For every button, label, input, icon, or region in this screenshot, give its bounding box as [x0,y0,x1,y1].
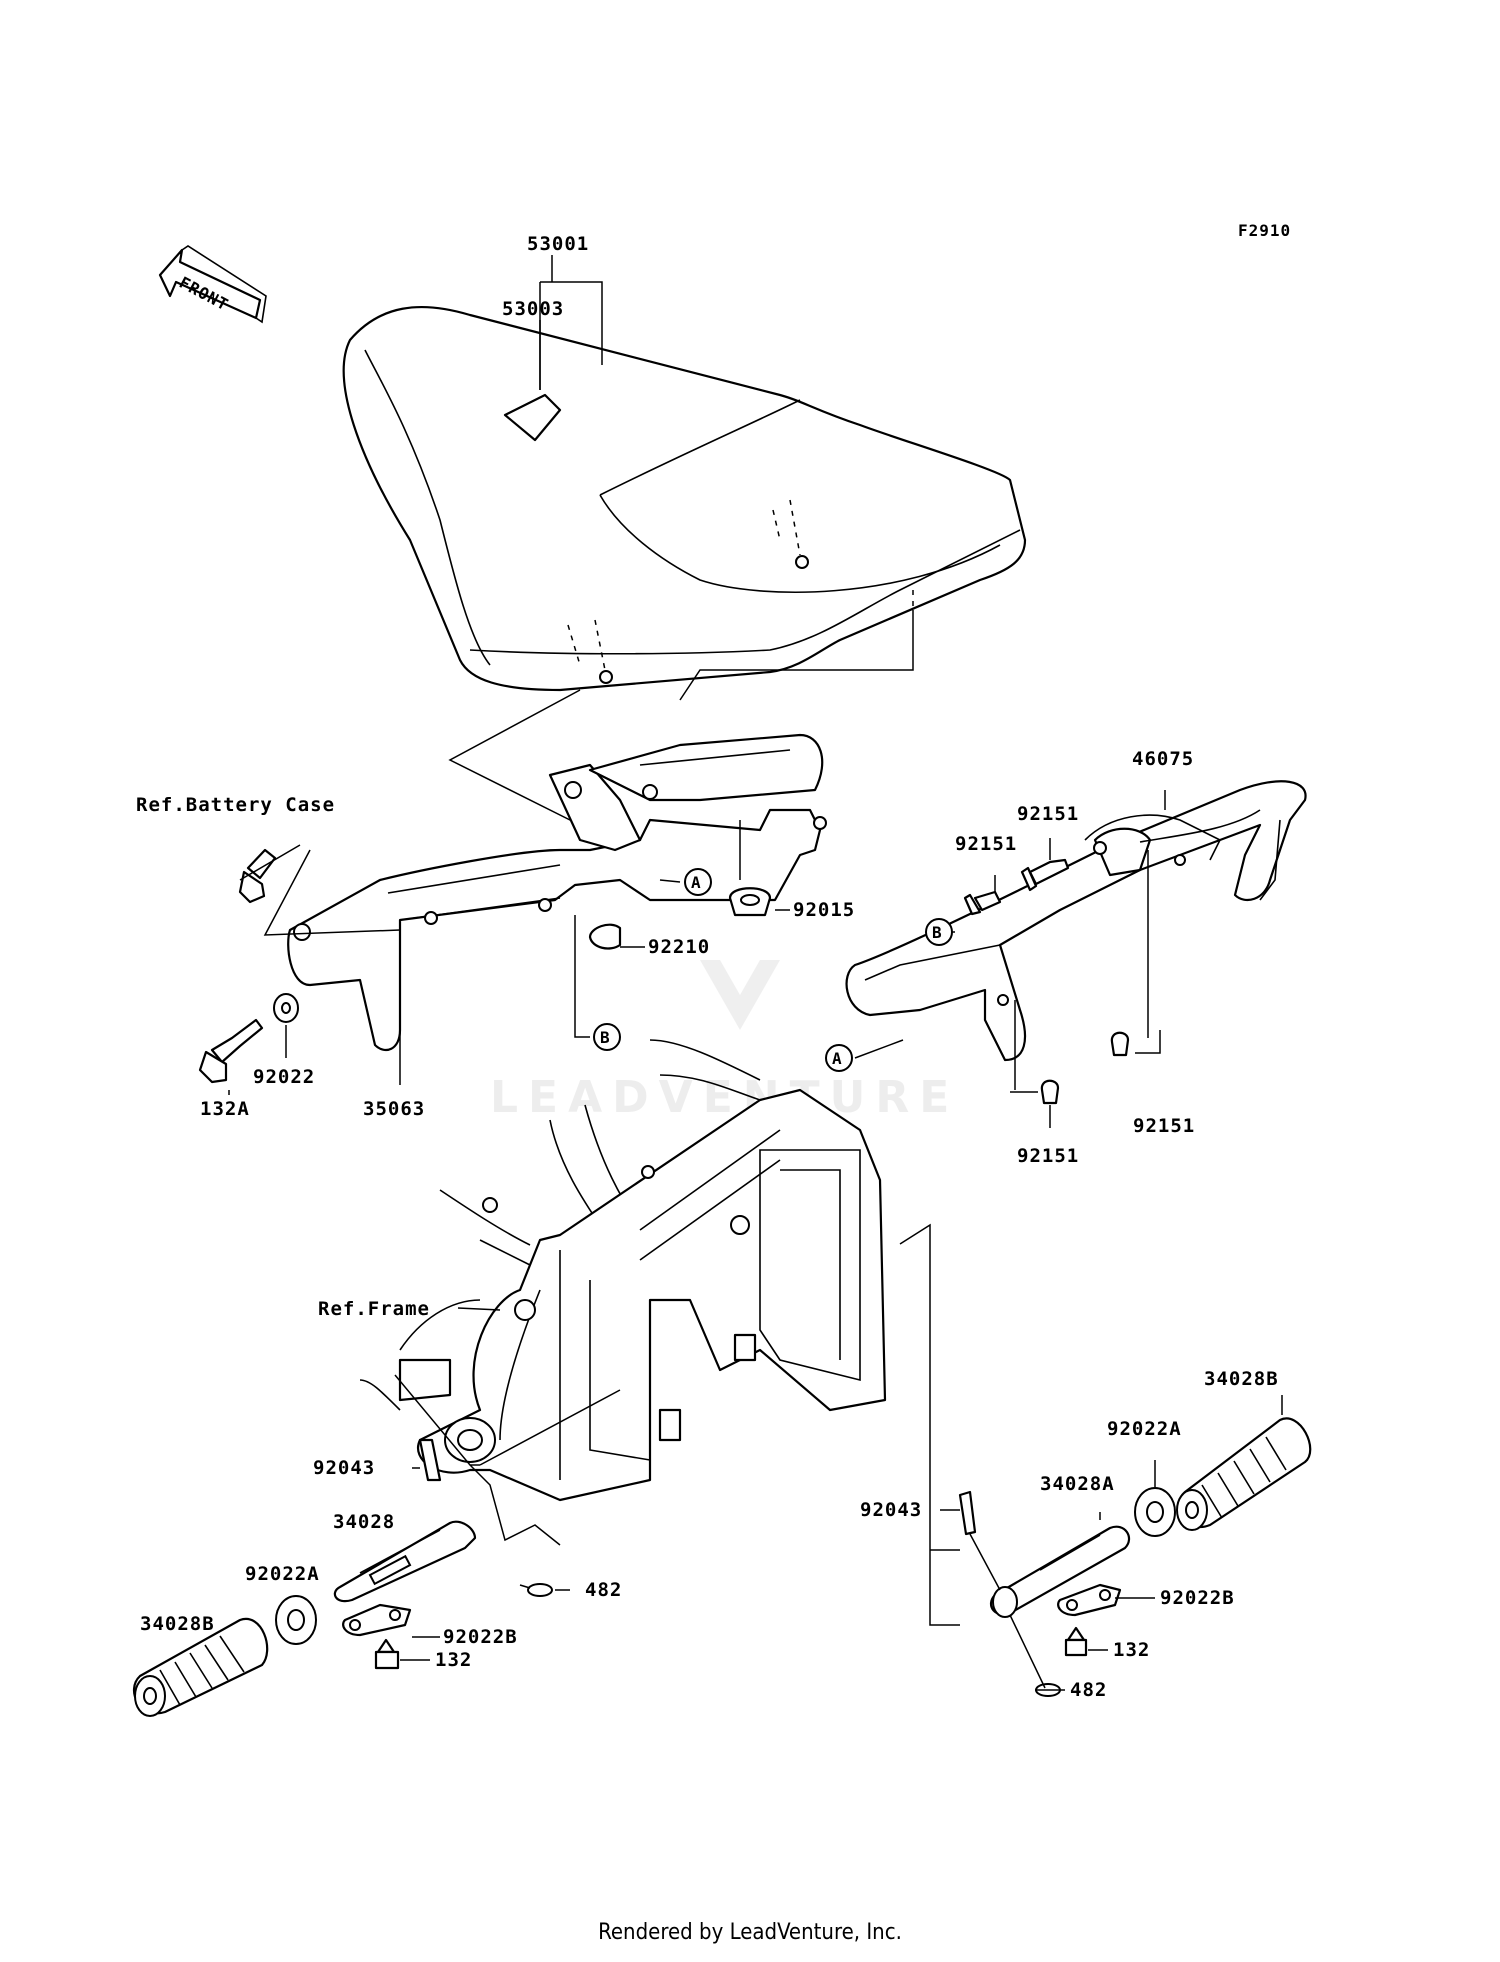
label-34028A: 34028A [1040,1473,1115,1495]
callout-b1 [593,1023,621,1051]
front-arrow-icon: FRONT [158,245,267,324]
label-132-right: 132 [1113,1639,1150,1661]
label-34028: 34028 [333,1511,395,1533]
label-92015: 92015 [793,899,855,921]
bracket-92022B-right-icon [1057,1583,1122,1617]
leader-a2 [854,1039,904,1059]
leader-frame-right [899,1223,960,1626]
washer-92022A-right-icon [1134,1487,1176,1537]
label-92022B-right: 92022B [1160,1587,1235,1609]
leader-53001 [539,255,603,390]
callout-a2-text: A [832,1049,843,1068]
label-92043-right: 92043 [860,1499,922,1521]
bolt-92210-icon [588,923,622,950]
washer-92022-icon [273,993,299,1023]
label-53003: 53003 [502,298,564,320]
footpeg-right-34028A [989,1525,1131,1618]
leader-92151 [994,838,1161,1128]
label-92151-b: 92151 [955,833,1017,855]
label-92022: 92022 [253,1066,315,1088]
leader-a1 [659,879,681,883]
label-53001: 53001 [527,233,589,255]
label-132A: 132A [200,1098,250,1120]
label-92022A-left: 92022A [245,1563,320,1585]
label-92151-d: 92151 [1017,1145,1079,1167]
label-34028B-left: 34028B [140,1613,215,1635]
grip-34028B-right-icon [1176,1417,1312,1531]
label-92022B-left: 92022B [443,1626,518,1648]
leader-ref-frame [457,1307,501,1311]
callout-a2 [825,1044,853,1072]
leader-right-pegs [940,1395,1283,1691]
footer-credit: Rendered by LeadVenture, Inc. [598,1920,902,1945]
label-46075: 46075 [1132,748,1194,770]
grip-34028B-left-icon [133,1617,269,1717]
frame-reference [359,1039,887,1502]
label-ref-battery-case: Ref.Battery Case [136,794,335,816]
bolt-92151-icons [963,858,1130,1105]
label-92151-c: 92151 [1133,1115,1195,1137]
callout-b2 [925,918,953,946]
leader-b1 [574,915,590,1038]
label-482-left: 482 [585,1579,622,1601]
pin-92043-right-icon [958,1490,977,1536]
grab-bar-46075 [845,780,1307,1062]
watermark-logo: LEADVENTURE [490,960,959,1123]
label-34028B-right: 34028B [1204,1368,1279,1390]
bolt-132-right-icon [1064,1626,1088,1657]
leader-92151-frame [1010,1000,1038,1093]
label-482-right: 482 [1070,1679,1107,1701]
leader-frame-left [394,1374,621,1546]
footpeg-left-34028 [333,1520,477,1603]
callout-a1 [684,868,712,896]
bracket-35063 [287,733,827,1052]
label-92151-a: 92151 [1017,803,1079,825]
callout-a1-text: A [691,873,702,892]
leader-left-pegs [400,1467,570,1661]
clip-482-left-icon [527,1583,553,1597]
label-35063: 35063 [363,1098,425,1120]
nut-92015-icon [728,887,772,917]
label-ref-frame: Ref.Frame [318,1298,430,1320]
pin-92043-left-icon [418,1438,442,1482]
diagram-code: F2910 [1238,221,1291,240]
callout-b2-text: B [932,923,943,942]
leader-seat-mount [448,610,914,826]
washer-92022A-left-icon [275,1595,317,1645]
callout-b1-text: B [600,1028,611,1047]
leader-92015 [739,820,790,911]
bolt-132-left-icon [374,1638,400,1670]
bolt-top-icon [238,848,277,904]
leader-battery [239,844,401,936]
bracket-92022B-left-icon [342,1603,412,1637]
seat-53001 [342,305,1027,692]
label-132-left: 132 [435,1649,472,1671]
watermark-text: LEADVENTURE [490,1072,959,1123]
label-92210: 92210 [648,936,710,958]
bolt-132A-icon [198,1018,264,1084]
label-92043-left: 92043 [313,1457,375,1479]
label-92022A-right: 92022A [1107,1418,1182,1440]
